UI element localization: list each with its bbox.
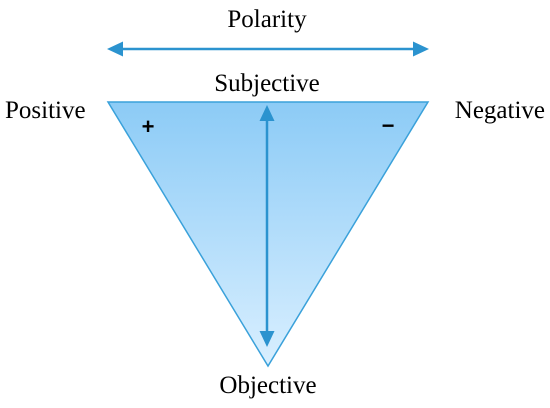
polarity-arrow-left-head	[107, 41, 123, 57]
subjectivity-arrow	[259, 105, 275, 347]
polarity-arrow	[107, 41, 429, 57]
polarity-arrow-right-head	[413, 41, 429, 57]
polarity-title: Polarity	[227, 6, 307, 33]
minus-sign: −	[382, 113, 395, 138]
objective-label: Objective	[219, 372, 316, 399]
positive-label: Positive	[5, 97, 86, 124]
subjectivity-arrow-bottom-head	[259, 331, 275, 347]
subjective-label: Subjective	[214, 70, 320, 97]
negative-label: Negative	[455, 97, 545, 124]
plus-sign: +	[142, 114, 155, 139]
subjectivity-arrow-top-head	[259, 105, 275, 121]
